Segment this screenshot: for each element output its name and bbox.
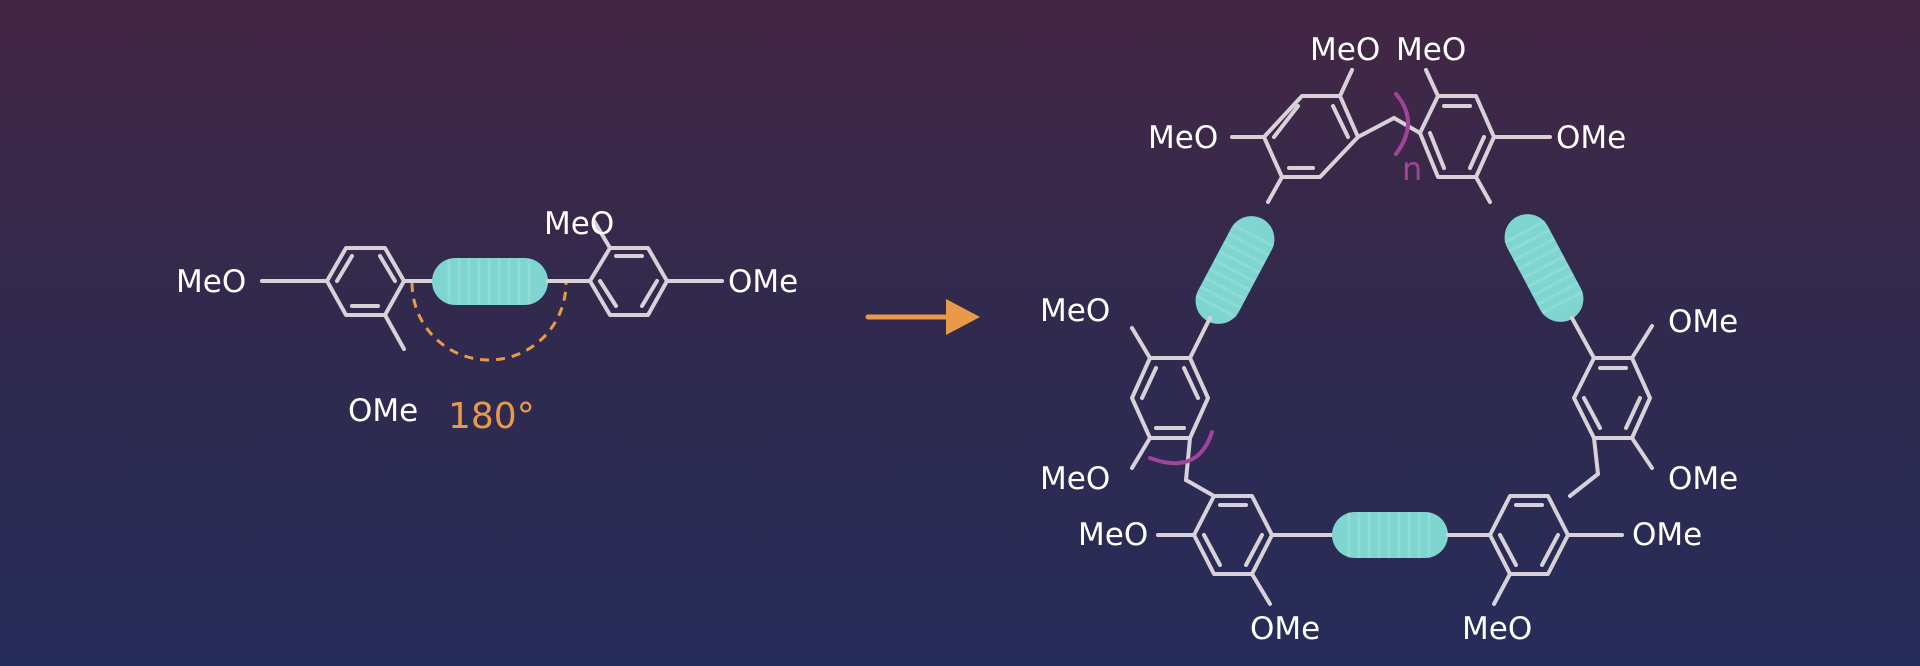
linker-upper-left <box>1193 216 1276 324</box>
label-tr-upper: MeO <box>1396 32 1466 68</box>
ring-right <box>1572 356 1652 440</box>
ring-bottom-right <box>1488 494 1570 576</box>
monomer: MeO OMe MeO OMe 180° <box>176 206 798 437</box>
bond-bridge-right-a <box>1592 436 1600 476</box>
bond-br-meo <box>1492 572 1512 606</box>
bond-tr-meo-up <box>1424 68 1440 98</box>
linker-bottom <box>1332 512 1448 558</box>
label-br-outer: OMe <box>1632 517 1702 553</box>
monomer-ring-right <box>588 246 669 317</box>
bond-meo-top <box>592 219 612 250</box>
monomer-ring-left <box>325 246 406 317</box>
repeat-bracket-left <box>1148 430 1214 466</box>
bond-left-meo-up <box>1130 326 1152 360</box>
bond-right-ome-down <box>1630 436 1654 470</box>
linker-upper-right <box>1502 214 1585 322</box>
label-right-lower: OMe <box>1668 461 1738 497</box>
label-left-upper: MeO <box>1040 293 1110 329</box>
label-br-lower: MeO <box>1462 611 1532 647</box>
ring-left <box>1130 356 1210 440</box>
label-left-lower: MeO <box>1040 461 1110 497</box>
label-tl-outer: MeO <box>1148 120 1218 156</box>
label-meo-top: MeO <box>544 206 614 242</box>
label-tr-outer: OMe <box>1556 120 1626 156</box>
label-bl-outer: MeO <box>1078 517 1148 553</box>
label-meo-left: MeO <box>176 264 246 300</box>
reaction-arrow <box>865 299 980 335</box>
ring-top-left <box>1262 94 1360 179</box>
bond-right-ome-up <box>1630 324 1654 360</box>
label-bl-lower: OMe <box>1250 611 1320 647</box>
bond-bridge-right-b <box>1568 472 1600 498</box>
label-ome-bottom: OMe <box>348 393 418 429</box>
monomer-linker <box>432 258 548 305</box>
repeat-label: n <box>1402 150 1422 188</box>
bond-tl-meo-up <box>1338 68 1354 98</box>
bond-linker-right-ring <box>1570 316 1596 360</box>
bond-left-meo-down <box>1130 436 1152 470</box>
macrocycle: n <box>1040 32 1738 647</box>
bond-bridge-left-b <box>1184 478 1216 498</box>
bond-tl-linker <box>1266 175 1284 204</box>
label-ome-right: OMe <box>728 264 798 300</box>
ring-bottom-left <box>1192 494 1274 576</box>
bond-bl-ome <box>1250 572 1272 606</box>
bond-ome-bottom <box>383 313 406 351</box>
angle-arc <box>410 282 568 362</box>
angle-label: 180° <box>448 396 535 437</box>
bond-tr-linker <box>1474 175 1492 204</box>
bond-linker-left-ring <box>1188 316 1212 360</box>
label-right-upper: OMe <box>1668 304 1738 340</box>
bond-bridge-top-a <box>1356 116 1396 139</box>
repeat-bracket-top <box>1394 92 1410 156</box>
label-tl-upper: MeO <box>1310 32 1380 68</box>
ring-top-right <box>1418 94 1496 179</box>
